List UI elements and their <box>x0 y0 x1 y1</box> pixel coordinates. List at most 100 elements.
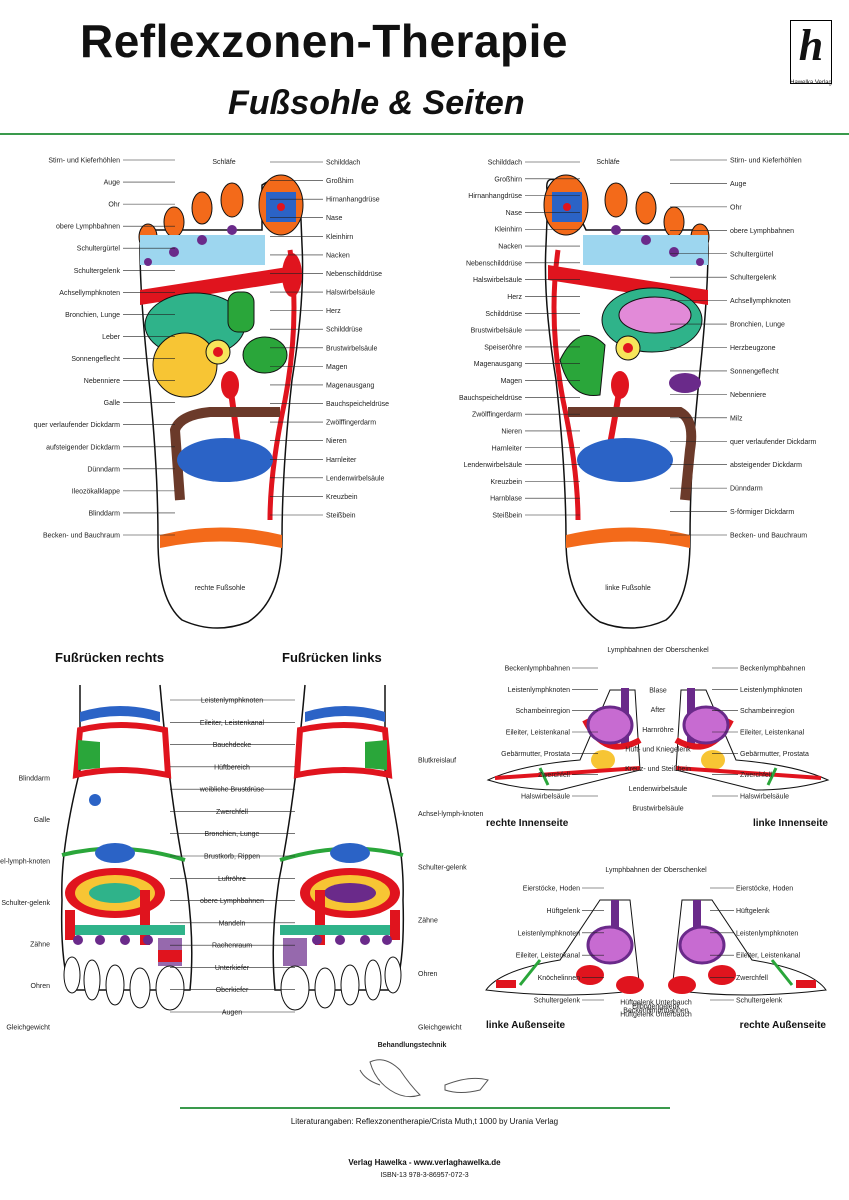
right-sole-label: Auge <box>104 180 120 187</box>
technique-label: Behandlungstechnik <box>378 1042 447 1049</box>
dorsum-label: Mandeln <box>219 920 246 927</box>
left-sole-label: Schultergelenk <box>730 275 777 282</box>
left-sole-label: Stirn- und Kieferhöhlen <box>730 158 802 165</box>
left-sole-label: Lendenwirbelsäule <box>464 462 522 469</box>
inner-label: Eileiter, Leistenkanal <box>506 730 571 737</box>
dorsum-label: obere Lymphbahnen <box>200 898 264 905</box>
pituitary <box>277 203 285 211</box>
outer-left-labels: Eierstöcke, HodenHüftgelenkLeistenlymphk… <box>516 886 604 1005</box>
dorsum-left-side-labels: BlinddarmGalleAchsel-lymph-knotenSchulte… <box>0 776 50 1032</box>
right-sole-label: quer verlaufender Dickdarm <box>34 422 121 429</box>
dorsum-right-foot <box>60 684 193 1011</box>
left-sole-label: Nieren <box>501 428 522 435</box>
right-sole-label: Halswirbelsäule <box>326 290 375 297</box>
right-sole-label: Schilddrüse <box>326 327 363 334</box>
dorsum-left-title: Fußrücken links <box>282 650 382 665</box>
dorsum-label: Bauchdecke <box>213 742 252 749</box>
outer-label: Eierstöcke, Hoden <box>736 886 793 893</box>
left-sole-label: Bronchien, Lunge <box>730 322 785 329</box>
left-sole-label: Nase <box>506 210 522 217</box>
left-sole-label: Becken- und Bauchraum <box>730 533 807 540</box>
outer-label: Schultergelenk <box>736 998 783 1005</box>
outer-label: Zwerchfell <box>736 975 768 982</box>
outer-label: Leistenlymphknoten <box>736 930 798 937</box>
header-divider <box>0 133 849 135</box>
outer-right-labels: Eierstöcke, HodenHüftgelenkLeistenlymphk… <box>710 886 801 1005</box>
inner-top-label: Lymphbahnen der Oberschenkel <box>607 647 709 654</box>
inner-label: Beckenlymphbahnen <box>505 666 570 673</box>
left-sole-label: Herz <box>507 294 522 301</box>
dorsum-label: weibliche Brustdrüse <box>199 787 265 794</box>
right-sole-label: Nebenniere <box>84 378 120 385</box>
left-sole-label: Harnleiter <box>492 445 523 452</box>
left-sole-label: Nebenschilddrüse <box>466 260 522 267</box>
dorsum-label: Augen <box>222 1010 242 1017</box>
dorsum-right-side-labels: BlutkreislaufAchsel-lymph-knotenSchulter… <box>418 758 483 1032</box>
outer-bottom-label: Hüftgelenk Unterbauch <box>620 1012 692 1019</box>
left-sole-label: Schilddach <box>488 160 522 167</box>
left-sole-label: Achsellymphknoten <box>730 298 791 305</box>
left-sole-label: Steißbein <box>492 513 522 520</box>
right-sole-label: Nebenschilddrüse <box>326 271 382 278</box>
inner-sides <box>486 688 830 791</box>
left-sole-label: Nacken <box>498 244 522 251</box>
right-sole-label: Blinddarm <box>88 510 120 517</box>
left-sole-label: quer verlaufender Dickdarm <box>730 439 817 446</box>
inner-mid-label: After <box>651 707 666 714</box>
right-sole-label: Großhirn <box>326 178 354 185</box>
dorsum-side-label: Galle <box>34 817 50 824</box>
shoulder-joint <box>227 291 255 333</box>
dorsum-label: Oberkiefer <box>216 987 249 994</box>
right-sole-label: Stirn- und Kieferhöhlen <box>48 158 120 165</box>
small-intestine <box>177 438 273 482</box>
footer-literature: Literaturangaben: Reflexzonentherapie/Cr… <box>290 1117 559 1126</box>
right-sole-label: Schultergelenk <box>74 268 121 275</box>
right-sole-label: obere Lymphbahnen <box>56 224 120 231</box>
inner-label: Eileiter, Leistenkanal <box>740 730 805 737</box>
toe-2 <box>220 182 244 218</box>
dorsum-side-label: Zähne <box>30 942 50 949</box>
right-sole-label: Brustwirbelsäule <box>326 345 377 352</box>
pelvic-band <box>160 527 282 548</box>
right-sole-label: Dünndarm <box>87 466 120 473</box>
right-sole-label: Steißbein <box>326 513 356 520</box>
dorsum-label: Brustkorb, Rippen <box>204 854 260 861</box>
outer-label: Hüftgelenk <box>547 908 581 915</box>
right-sole-label: Herz <box>326 308 341 315</box>
left-sole-label: Bauchspeicheldrüse <box>459 395 522 402</box>
outer-label: Hüftgelenk <box>736 908 770 915</box>
right-sole-label: Ohr <box>108 202 120 209</box>
dorsum-side-label: Gleichgewicht <box>418 1025 462 1032</box>
left-sole-label: Kreuzbein <box>490 479 522 486</box>
outer-bottom-label: Beckenlymphbahnen <box>623 1008 688 1015</box>
left-sole-label: Magen <box>501 378 523 385</box>
technique-hand-drawing <box>359 1059 489 1098</box>
stomach <box>242 336 288 374</box>
right-sole-label: Bronchien, Lunge <box>65 312 120 319</box>
outer-sides <box>485 899 827 996</box>
left-sole-label: Halswirbelsäule <box>473 277 522 284</box>
dorsum-side-label: Gleichgewicht <box>6 1025 50 1032</box>
dorsum-left-foot <box>272 684 405 1011</box>
heart <box>282 253 302 297</box>
dorsum-right-title: Fußrücken rechts <box>55 650 164 665</box>
inner-label: Beckenlymphbahnen <box>740 666 805 673</box>
inner-right-labels: BeckenlymphbahnenLeistenlymphknotenScham… <box>712 666 809 801</box>
page-title: Reflexzonen-Therapie <box>80 15 568 67</box>
footer-publisher: Verlag Hawelka - www.verlaghawelka.de <box>348 1158 501 1167</box>
heart-zone <box>618 296 692 334</box>
left-sole-label: S-förmiger Dickdarm <box>730 509 794 516</box>
right-sole-label: Nacken <box>326 252 350 259</box>
right-sole-label: aufsteigender Dickdarm <box>46 444 120 451</box>
right-sole-label: Magen <box>326 364 348 371</box>
inner-label: Zwerchfell <box>538 772 570 779</box>
left-sole-label: Sonnengeflecht <box>730 368 779 375</box>
dorsum-side-label: Achsel-lymph-knoten <box>0 859 50 866</box>
left-sole-label: Nebenniere <box>730 392 766 399</box>
dorsum-side-label: Schulter-gelenk <box>418 864 467 871</box>
outer-bottom-label: Ellbogengelenk <box>632 1004 680 1011</box>
inner-caption-right: linke Innenseite <box>753 818 828 829</box>
